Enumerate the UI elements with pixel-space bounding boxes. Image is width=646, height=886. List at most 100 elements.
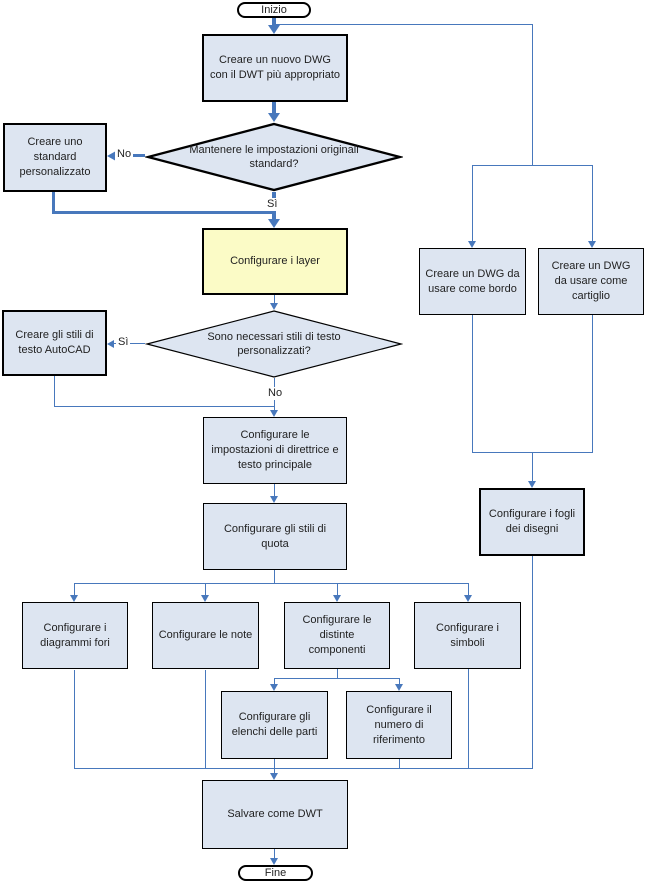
node-parts-components: Configurare le distinte componenti (284, 602, 390, 669)
node-titleblock-dwg: Creare un DWG da usare come cartiglio (538, 248, 644, 315)
node-label: Inizio (261, 4, 287, 16)
node-label: Sono necessari stili di testo personaliz… (207, 331, 341, 357)
node-label: Configurare i simboli (436, 621, 499, 649)
arrow-down-icon (270, 410, 278, 417)
node-label: Configurare le distinte componenti (302, 614, 372, 656)
arrow-down-icon (270, 684, 278, 691)
edge-leader-to-dim (274, 484, 275, 497)
edge-to-parts-components (337, 583, 338, 596)
edge-label-yes: Sì (116, 336, 131, 349)
edge-to-parts-lists (274, 678, 275, 685)
node-label: Configurare gli elenchi delle parti (231, 711, 318, 738)
node-label: Creare un nuovo DWG con il DWT più appro… (209, 54, 341, 81)
node-decision-keep-settings: Mantenere le impostazioni originali stan… (145, 122, 403, 192)
edge-text-styles-elbow-h (54, 406, 274, 407)
arrow-down-icon (395, 684, 403, 691)
node-label: Creare gli stili di testo AutoCAD (15, 329, 94, 356)
arrow-down-icon (468, 241, 476, 248)
node-dim-styles: Configurare gli stili di quota (203, 503, 347, 570)
arrow-down-icon (268, 219, 280, 228)
edge-create-to-decision1 (272, 102, 276, 114)
edge-balloons-down (399, 759, 400, 768)
node-end-terminator: Fine (238, 865, 313, 881)
node-border-dwg: Creare un DWG da usare come bordo (419, 248, 526, 315)
arrow-down-icon (268, 25, 280, 34)
arrow-left-icon (107, 151, 116, 161)
edge-notes-down (205, 670, 206, 768)
edge-top-branch-v (532, 24, 533, 165)
edge-to-balloons (399, 678, 400, 685)
edge-to-save (274, 769, 275, 774)
edge-dim-down (274, 570, 275, 583)
edge-to-drawing-sheets (532, 452, 533, 482)
arrow-left-icon (107, 340, 114, 348)
edge-border-dwg-down (472, 315, 473, 452)
edge-titleblock-dwg-down (592, 315, 593, 452)
edge-text-styles-elbow-v (54, 376, 55, 407)
node-custom-standard: Creare uno standard personalizzato (3, 123, 107, 192)
edge-to-notes (205, 583, 206, 596)
arrow-down-icon (270, 858, 278, 865)
edge-components-down (337, 669, 338, 679)
node-parts-lists: Configurare gli elenchi delle parti (221, 691, 328, 759)
edge-drawing-sheets-down (532, 556, 533, 768)
arrow-down-icon (528, 481, 536, 488)
arrow-down-icon (201, 595, 209, 602)
edge-custom-standard-elbow-h (52, 211, 274, 214)
node-label: Configurare gli stili di quota (223, 522, 327, 550)
node-decision-need-text-styles: Sono necessari stili di testo personaliz… (145, 310, 403, 378)
node-label: Creare un DWG da usare come cartiglio (551, 260, 631, 302)
edge-parts-lists-down (274, 759, 275, 768)
edge-label-no: No (266, 387, 285, 400)
edge-merge-h (74, 768, 533, 769)
edge-top-split-h (472, 165, 593, 166)
arrow-down-icon (270, 303, 278, 310)
arrow-down-icon (588, 241, 596, 248)
node-label: Configurare i diagrammi fori (40, 621, 110, 649)
node-hole-charts: Configurare i diagrammi fori (22, 602, 128, 669)
node-configure-layers: Configurare i layer (202, 228, 348, 295)
node-leader-settings: Configurare le impostazioni di direttric… (203, 417, 347, 484)
edge-to-border-dwg (472, 165, 473, 242)
node-drawing-sheets: Configurare i fogli dei disegni (479, 488, 585, 556)
edge-four-way-split-h (74, 583, 469, 584)
node-label: Creare uno standard personalizzato (19, 136, 91, 178)
node-label: Salvare come DWT (227, 808, 323, 820)
node-label: Configurare le impostazioni di direttric… (211, 429, 339, 471)
arrow-down-icon (270, 773, 278, 780)
edge-to-hole-charts (74, 583, 75, 596)
edge-to-titleblock-dwg (592, 165, 593, 242)
node-label: Configurare il numero di riferimento (366, 703, 432, 746)
node-label: Configurare le note (158, 629, 253, 641)
node-label: Fine (264, 867, 287, 879)
edge-top-branch-h (276, 24, 533, 25)
node-create-text-styles: Creare gli stili di testo AutoCAD (2, 310, 107, 376)
decision-diamond-shape (145, 122, 403, 192)
arrow-down-icon (70, 595, 78, 602)
arrow-down-icon (464, 595, 472, 602)
node-label: Configurare i fogli dei disegni (488, 508, 576, 535)
decision-diamond-shape (145, 310, 403, 378)
edge-label-no: No (115, 148, 134, 161)
node-label: Creare un DWG da usare come bordo (425, 267, 520, 295)
edge-save-to-end (274, 849, 275, 858)
edge-to-symbols (468, 583, 469, 596)
arrow-down-icon (333, 595, 341, 602)
node-symbols: Configurare i simboli (414, 602, 521, 669)
node-balloons: Configurare il numero di riferimento (346, 691, 452, 759)
edge-custom-standard-elbow-v (52, 192, 55, 214)
node-start-terminator: Inizio (237, 2, 311, 18)
edge-layers-to-decision2 (274, 295, 275, 304)
node-save-dwt: Salvare come DWT (202, 780, 348, 849)
edge-label-yes: Sì (265, 198, 280, 211)
node-create-dwg: Creare un nuovo DWG con il DWT più appro… (202, 34, 348, 102)
arrow-down-icon (270, 496, 278, 503)
node-label: Mantenere le impostazioni originali stan… (189, 144, 359, 170)
edge-symbols-down (468, 669, 469, 768)
node-notes: Configurare le note (152, 602, 259, 669)
edge-sub-split-h (274, 678, 400, 679)
arrow-down-icon (268, 113, 280, 122)
edge-hole-charts-down (74, 670, 75, 768)
edge-start-to-create (272, 17, 276, 26)
